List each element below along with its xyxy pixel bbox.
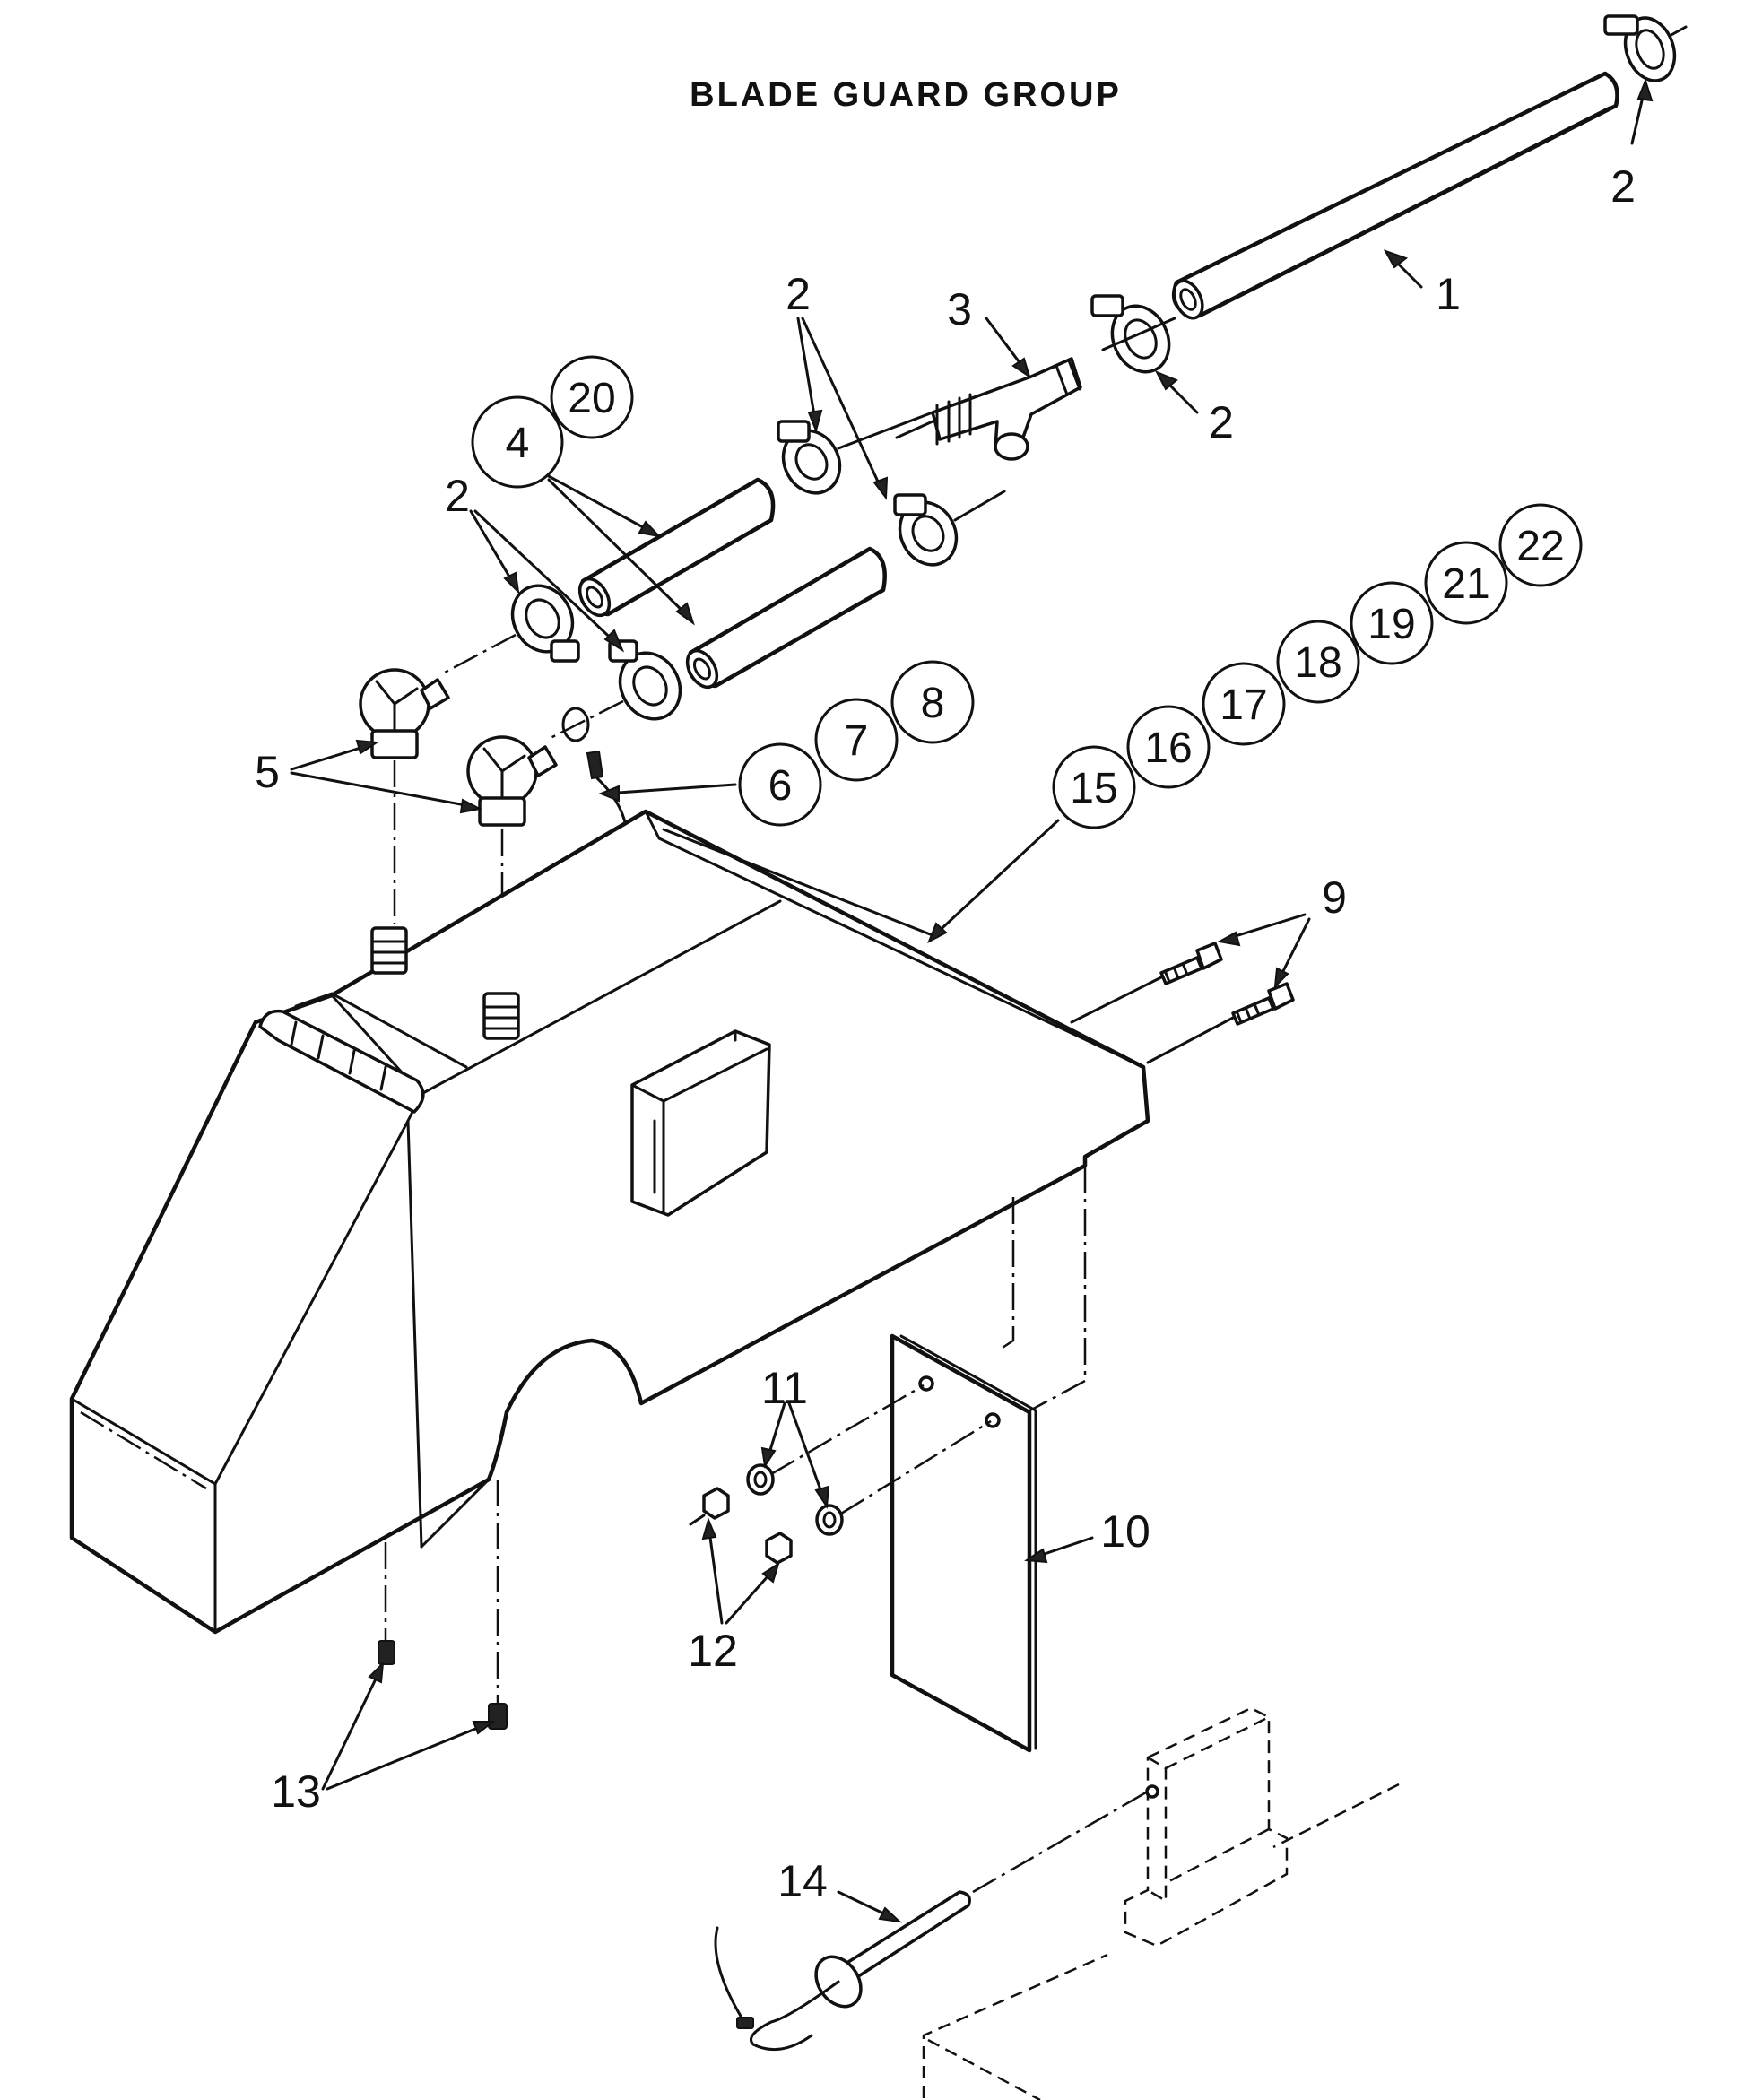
callout-8-text: 8 (921, 680, 945, 727)
hose-clamp-center-lower (893, 493, 959, 567)
callout-21-text: 21 (1442, 560, 1489, 608)
circled-callout-17: 17 (1202, 662, 1286, 746)
hose-clamp-center-upper (777, 420, 842, 495)
circled-callout-8: 8 (890, 660, 975, 744)
callout-6-text: 6 (768, 762, 793, 810)
callout-13: 13 (271, 1766, 321, 1817)
callout-2-top-right: 2 (1610, 161, 1636, 212)
diagram-title: BLADE GUARD GROUP (690, 76, 1122, 114)
y-connector (931, 357, 1082, 461)
washers-and-nuts (702, 1463, 844, 1565)
callout-2-middle-right: 2 (1209, 397, 1234, 447)
circled-callout-6: 6 (738, 742, 822, 827)
callout-15-text: 15 (1070, 765, 1117, 812)
set-screws (378, 1640, 508, 1730)
hose-clamp-right (1090, 294, 1171, 374)
guard-plate (890, 1333, 1037, 1753)
elbow-fitting-right (466, 735, 558, 827)
callout-11: 11 (761, 1363, 808, 1413)
callout-9: 9 (1322, 872, 1347, 923)
circled-callout-15: 15 (1052, 745, 1136, 829)
bolt-lower (1231, 982, 1295, 1026)
circled-callout-18: 18 (1276, 620, 1360, 704)
callout-20-text: 20 (568, 375, 615, 422)
callout-2-left: 2 (445, 471, 470, 521)
callout-4-text: 4 (506, 420, 530, 467)
circled-callout-22: 22 (1498, 503, 1583, 587)
callout-18-text: 18 (1294, 639, 1341, 687)
mounting-bracket-reference (922, 1706, 1400, 2100)
short-hose-upper (577, 477, 776, 618)
callout-5: 5 (255, 747, 280, 797)
pin-with-lanyard (714, 1890, 971, 2052)
callout-2-top-center: 2 (786, 269, 811, 319)
circled-callout-19: 19 (1350, 581, 1434, 665)
hose-clamp-left-lower (608, 639, 682, 721)
callout-1: 1 (1436, 269, 1461, 319)
callout-7-text: 7 (845, 717, 869, 765)
callout-12: 12 (688, 1626, 738, 1676)
callout-19-text: 19 (1367, 601, 1415, 648)
circled-callout-21: 21 (1424, 541, 1508, 625)
circled-callout-7: 7 (814, 698, 899, 782)
bolt-upper (1159, 942, 1223, 985)
callout-22-text: 22 (1516, 523, 1564, 570)
callout-17-text: 17 (1220, 681, 1267, 729)
hose-clamp-left-upper (510, 584, 580, 663)
leader-lines (290, 78, 1654, 1923)
circled-callout-4: 4 (471, 395, 564, 489)
callout-16-text: 16 (1144, 725, 1192, 772)
long-hose (1171, 71, 1619, 320)
hose-clamp-top-right (1603, 14, 1688, 82)
short-hose-lower (685, 546, 887, 690)
circled-callout-16: 16 (1126, 705, 1211, 789)
callout-3: 3 (947, 284, 972, 334)
callout-14: 14 (777, 1856, 828, 1906)
circled-callout-20: 20 (550, 355, 634, 439)
elbow-fitting-left (359, 668, 450, 759)
blade-guard-housing (69, 809, 1150, 1635)
callout-10: 10 (1100, 1506, 1150, 1557)
